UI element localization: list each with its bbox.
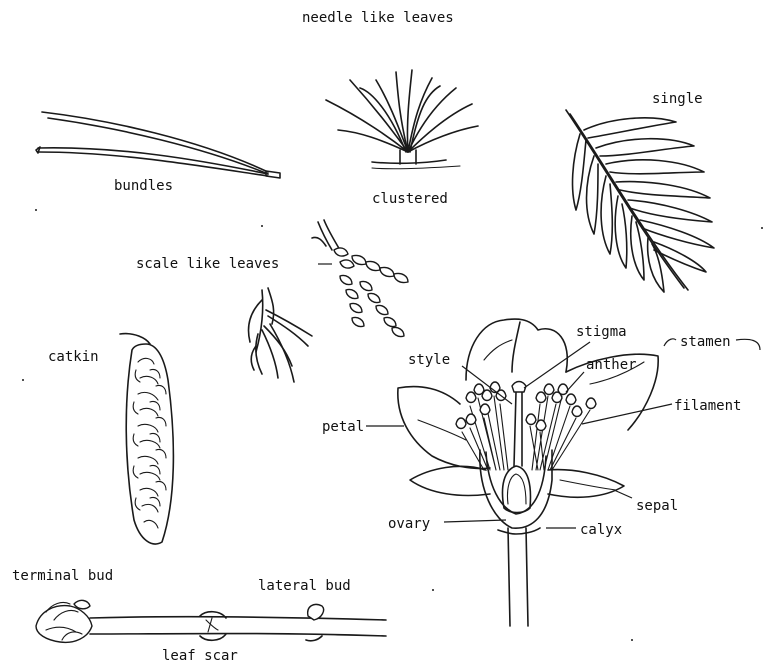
label-leaf-scar: leaf scar	[162, 648, 238, 662]
label-single: single	[652, 91, 703, 107]
label-terminal-bud: terminal bud	[12, 568, 113, 584]
single-needles-drawing	[566, 110, 714, 292]
label-stigma: stigma	[576, 324, 627, 340]
leader-anther	[566, 372, 584, 392]
label-style: style	[408, 352, 450, 368]
diagram-title: needle like leaves	[302, 10, 454, 26]
label-filament: filament	[674, 398, 741, 414]
label-catkin: catkin	[48, 349, 99, 365]
label-petal: petal	[322, 419, 364, 435]
leader-sepal	[614, 490, 632, 498]
scale-like-leaves-drawing	[249, 220, 409, 382]
label-calyx: calyx	[580, 522, 622, 538]
label-stamen: stamen	[680, 334, 731, 350]
label-lateral-bud: lateral bud	[258, 578, 351, 594]
label-scale-like-leaves: scale like leaves	[136, 256, 279, 272]
catkin-drawing	[120, 334, 173, 544]
label-clustered: clustered	[372, 191, 448, 207]
label-bundles: bundles	[114, 178, 173, 194]
leader-ovary	[444, 520, 506, 522]
twig-drawing	[36, 600, 386, 642]
bundles-needles-drawing	[36, 112, 280, 178]
leader-filament	[582, 404, 672, 424]
clustered-needles-drawing	[326, 70, 478, 169]
label-ovary: ovary	[388, 516, 430, 532]
label-sepal: sepal	[636, 498, 678, 514]
label-anther: anther	[586, 357, 637, 373]
